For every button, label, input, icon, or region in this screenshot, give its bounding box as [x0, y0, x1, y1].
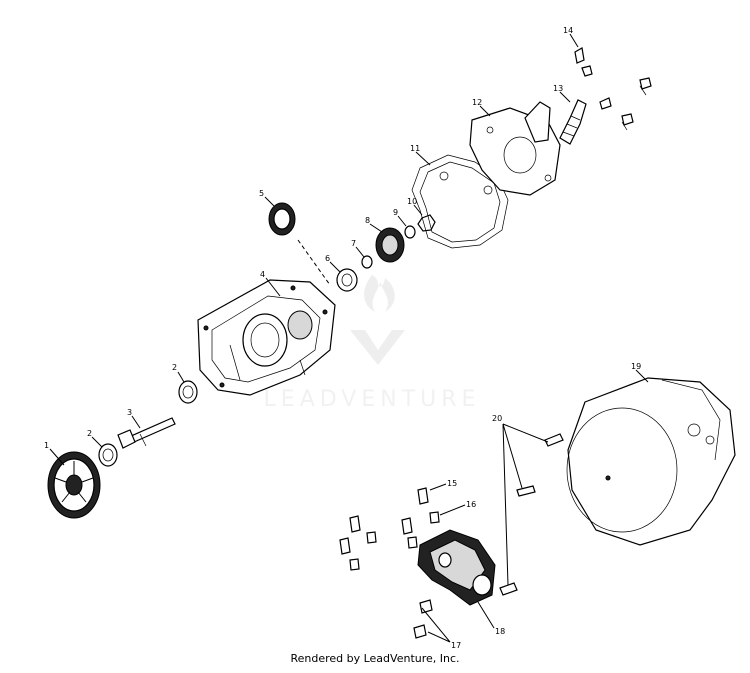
part-7-washer [361, 255, 373, 269]
callout-2b: 2 [172, 363, 177, 372]
callout-11: 11 [410, 144, 420, 153]
part-4-housing [197, 279, 336, 396]
part-8-impeller [375, 227, 405, 263]
part-15-dowels [339, 487, 429, 555]
callout-1: 1 [44, 441, 49, 450]
part-2-bearing-upper [178, 380, 198, 404]
part-11-gasket [411, 154, 509, 249]
callout-9: 9 [393, 208, 398, 217]
part-3-shaft [117, 417, 176, 449]
watermark-text: LEADVENTURE [264, 387, 481, 412]
part-10-nut [417, 214, 436, 232]
part-12-pump-cover [469, 101, 561, 196]
callout-4: 4 [260, 270, 265, 279]
part-16-bushings [349, 511, 440, 571]
callout-13: 13 [553, 84, 563, 93]
callout-15: 15 [447, 479, 457, 488]
part-2-bearing-lower [98, 443, 118, 467]
callout-17: 17 [451, 641, 461, 650]
callout-19: 19 [631, 362, 641, 371]
callout-7: 7 [351, 239, 356, 248]
part-5-seal [268, 202, 331, 286]
callout-2a: 2 [87, 429, 92, 438]
callout-14: 14 [563, 26, 573, 35]
part-13-elbow [559, 99, 587, 145]
watermark-logo: LEADVENTURE [264, 275, 481, 412]
part-20-bolts [499, 433, 564, 596]
part-1-gear [47, 451, 101, 519]
callout-5: 5 [259, 189, 264, 198]
callout-10: 10 [407, 197, 417, 206]
callout-6: 6 [325, 254, 330, 263]
leader-lines [49, 33, 649, 643]
part-18-thermostat-housing [417, 529, 496, 606]
callout-20: 20 [492, 414, 502, 423]
part-19-cover [566, 377, 736, 546]
part-6-bushing [336, 268, 358, 292]
callout-8: 8 [365, 216, 370, 225]
callout-labels: 1 2 2 3 4 5 6 7 8 9 10 11 12 13 14 15 16… [44, 26, 641, 650]
part-14-bolts [574, 47, 652, 131]
part-9-washer [404, 225, 416, 239]
callout-12: 12 [472, 98, 482, 107]
callout-3: 3 [127, 408, 132, 417]
callout-18: 18 [495, 627, 505, 636]
callout-16: 16 [466, 500, 476, 509]
footer-credit: Rendered by LeadVenture, Inc. [290, 652, 460, 665]
